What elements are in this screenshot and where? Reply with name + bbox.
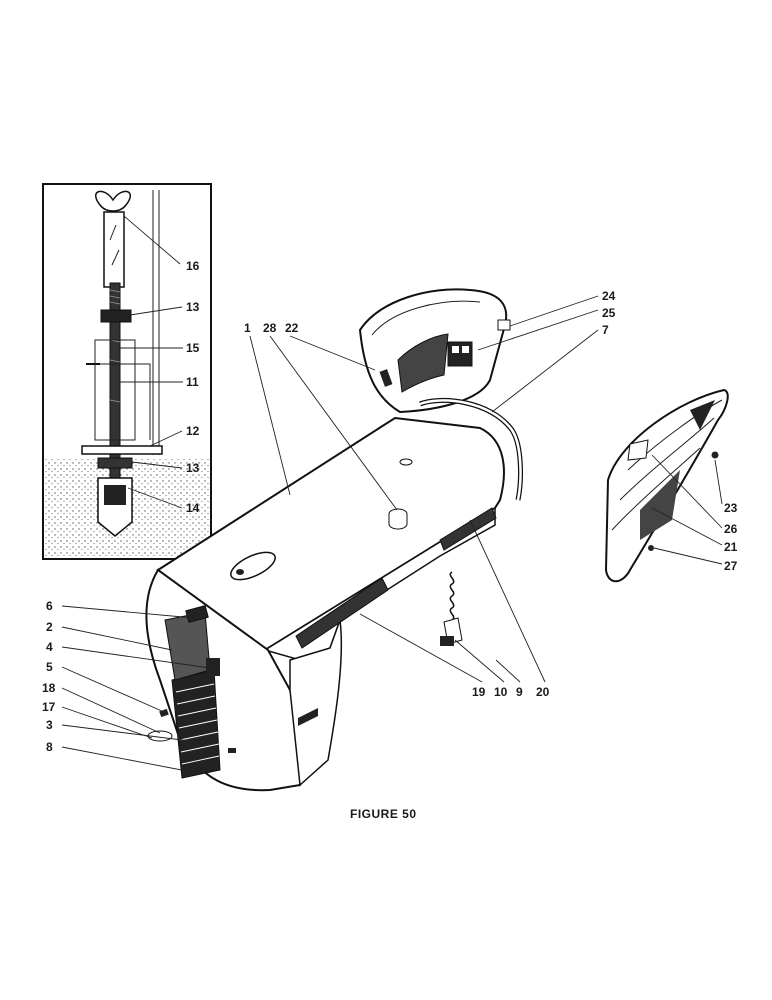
- label-27: 27: [724, 559, 738, 573]
- label-9: 9: [516, 685, 523, 699]
- label-3: 3: [46, 718, 53, 732]
- rod-tube: [103, 211, 125, 288]
- label-20: 20: [536, 685, 550, 699]
- label-15: 15: [186, 341, 200, 355]
- label-8: 8: [46, 740, 53, 754]
- base-plate: [81, 445, 163, 455]
- hood-assembly: [145, 416, 505, 792]
- label-21: 21: [724, 540, 738, 554]
- label-14: 14: [186, 501, 200, 515]
- label-25: 25: [602, 306, 616, 320]
- label-1: 1: [244, 321, 251, 335]
- rear-nameplate: [439, 507, 497, 551]
- inset-detail: [42, 183, 212, 560]
- gauge-cluster: [447, 341, 473, 367]
- bolt: [711, 451, 719, 459]
- dash-clip: [497, 319, 511, 331]
- label-10: 10: [494, 685, 508, 699]
- label-18: 18: [42, 681, 56, 695]
- inset-frame: [42, 183, 212, 560]
- bracket: [94, 339, 136, 441]
- label-4: 4: [46, 640, 53, 654]
- label-22: 22: [285, 321, 299, 335]
- label-17: 17: [42, 700, 56, 714]
- dash-panel: [358, 288, 523, 501]
- label-6: 6: [46, 599, 53, 613]
- label-26: 26: [724, 522, 738, 536]
- spring-assembly: [440, 571, 463, 646]
- spring: [449, 571, 455, 621]
- label-7: 7: [602, 323, 609, 337]
- label-5: 5: [46, 660, 53, 674]
- label-12: 12: [186, 424, 200, 438]
- upper-nut: [100, 309, 132, 323]
- label-24: 24: [602, 289, 616, 303]
- label-19: 19: [472, 685, 486, 699]
- label-23: 23: [724, 501, 738, 515]
- shroud-tab: [627, 439, 649, 461]
- label-16: 16: [186, 259, 200, 273]
- label-28: 28: [263, 321, 277, 335]
- label-2: 2: [46, 620, 53, 634]
- wing-nut: [94, 190, 132, 212]
- label-11: 11: [186, 375, 199, 389]
- side-nameplate: [295, 577, 389, 649]
- lower-nut: [97, 457, 133, 469]
- fan-shroud: [604, 388, 729, 583]
- leader-lines: [61, 215, 723, 773]
- hood-top: [156, 416, 505, 652]
- part-labels: 16 13 15 11 12 13 14 1 28 22 24 25 7 23 …: [42, 259, 738, 754]
- label-13-lower: 13: [186, 461, 200, 475]
- label-13-upper: 13: [186, 300, 200, 314]
- figure-caption: FIGURE 50: [350, 807, 417, 821]
